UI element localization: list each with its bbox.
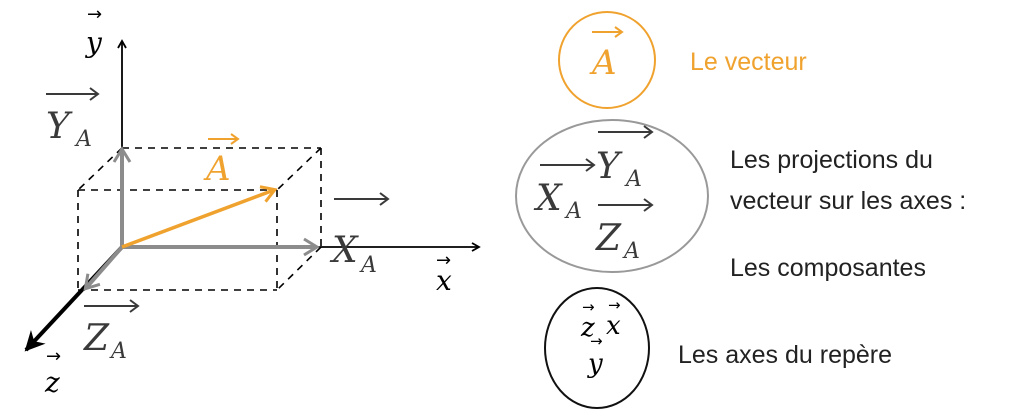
svg-text:Y: Y: [46, 106, 73, 147]
svg-text:z: z: [44, 366, 60, 399]
axis-label-z: → z: [44, 346, 61, 399]
svg-text:A: A: [109, 339, 127, 364]
svg-text:x: x: [606, 311, 621, 341]
axis-label-x: → x: [436, 250, 452, 297]
svg-text:A: A: [74, 127, 92, 152]
projection-label-x: X A: [329, 192, 390, 278]
projection-label-z: Z A: [83, 299, 140, 364]
axis-label-y: → y: [84, 4, 103, 59]
svg-text:A: A: [622, 239, 640, 264]
svg-text:A: A: [203, 149, 231, 189]
svg-text:→: →: [590, 332, 603, 350]
dashed-box: [77, 147, 322, 291]
svg-text:y: y: [587, 349, 603, 379]
box-edge: [276, 147, 322, 191]
svg-text:→: →: [46, 346, 61, 367]
svg-text:X: X: [533, 178, 563, 219]
svg-text:Y: Y: [596, 146, 623, 187]
legend-axes-text: Les axes du repère: [678, 341, 892, 369]
svg-text:X: X: [329, 230, 359, 271]
svg-text:→: →: [436, 250, 451, 271]
legend-vector-circle: [558, 11, 656, 109]
projection-z-arrow: [83, 245, 124, 291]
svg-text:x: x: [436, 264, 452, 297]
vector-a-arrow: [121, 185, 278, 249]
legend-components-ellipse: [515, 119, 709, 273]
legend-axes-ellipse: [544, 287, 650, 409]
svg-text:y: y: [84, 26, 103, 59]
vector-a-label: A: [203, 133, 240, 189]
legend-vector-text: Le vecteur: [690, 48, 807, 76]
box-edge: [276, 246, 322, 291]
box-edge: [77, 147, 123, 191]
legend-vector: A Le vecteur: [558, 11, 807, 109]
legend-components: X A Y A Z A Les projections du vecteur s…: [515, 119, 966, 282]
legend-components-line-3: Les composantes: [730, 254, 926, 282]
legend-components-line-1: Les projections du: [730, 146, 933, 174]
svg-text:→: →: [87, 4, 102, 25]
svg-text:→: →: [608, 296, 621, 314]
legend-components-line-2: vecteur sur les axes :: [730, 187, 966, 215]
projection-label-y: Y A: [46, 87, 100, 152]
svg-text:Z: Z: [595, 218, 622, 259]
svg-text:Z: Z: [83, 318, 110, 359]
svg-text:A: A: [564, 199, 582, 224]
svg-text:A: A: [624, 167, 642, 192]
svg-text:z: z: [580, 313, 595, 343]
legend-axes: → z → x → y Les axes du repère: [544, 287, 892, 409]
legend-vector-symbol: A: [589, 43, 617, 83]
svg-text:A: A: [359, 253, 377, 278]
svg-text:→: →: [582, 298, 595, 316]
